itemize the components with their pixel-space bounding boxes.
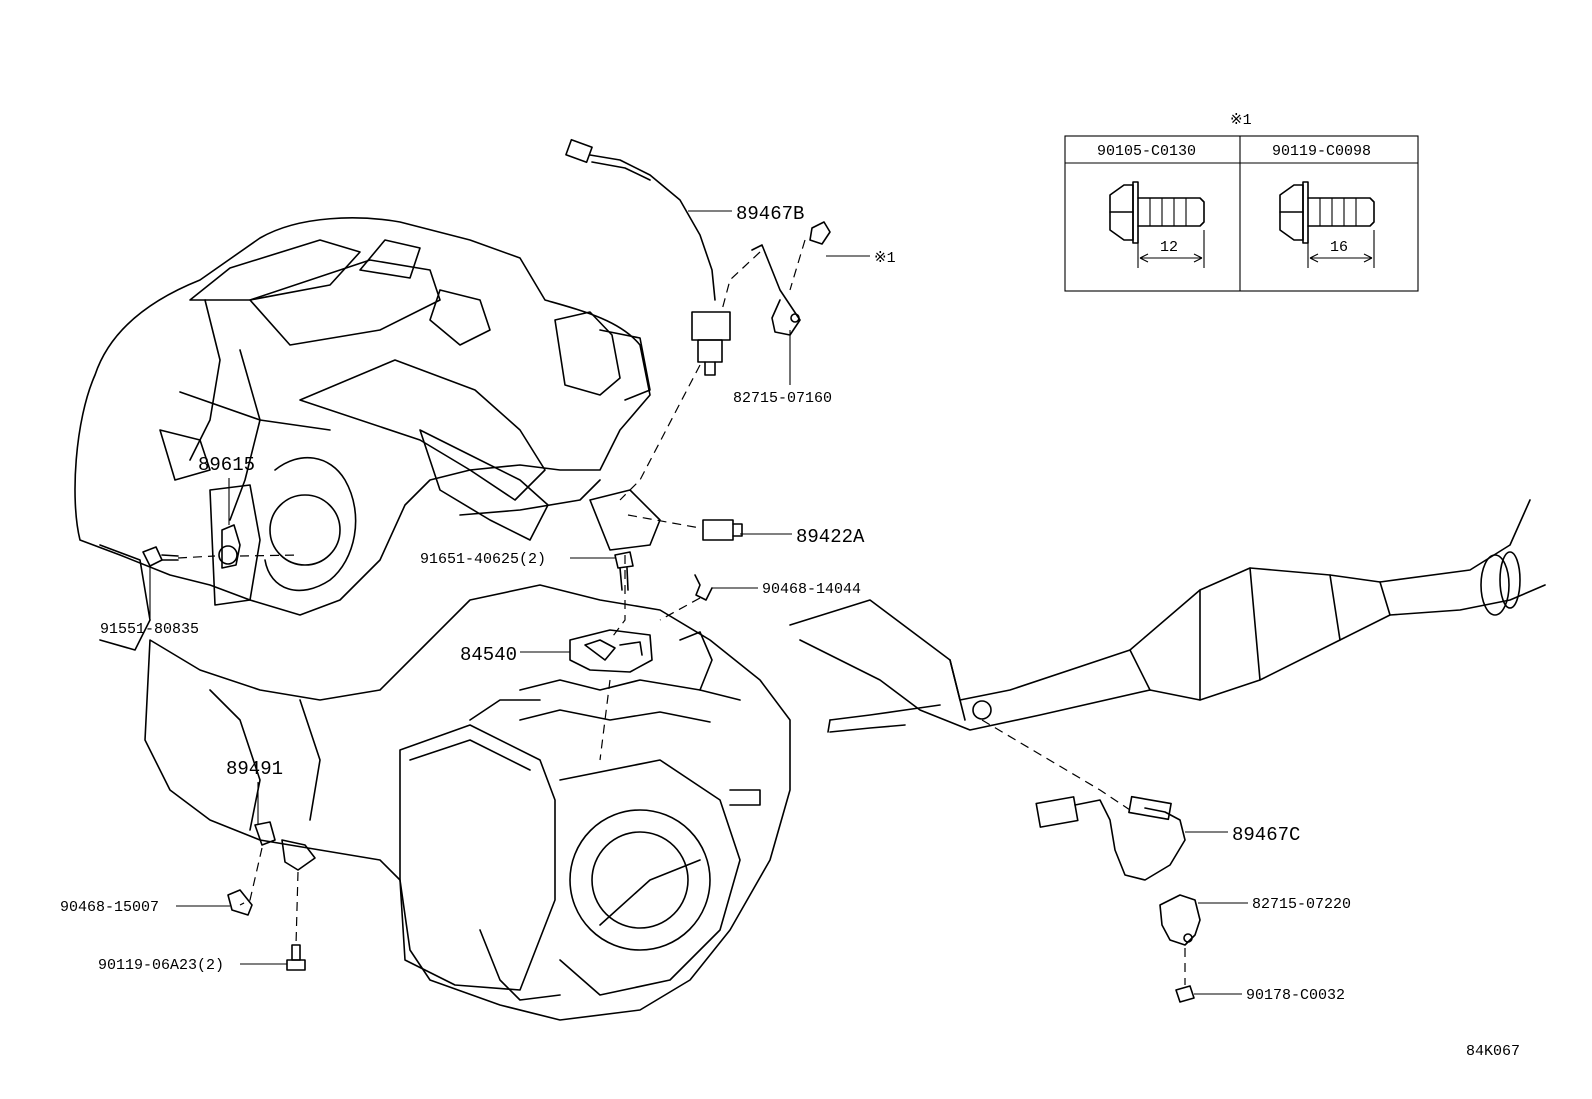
bolt-91551-part — [142, 546, 179, 567]
engine-illustration — [74, 217, 661, 651]
label-90178-c0032[interactable]: 90178-C0032 — [1246, 987, 1345, 1004]
reference-table: ※1 90105-C0130 90119-C0098 12 — [1064, 112, 1419, 292]
label-89615[interactable]: 89615 — [198, 454, 255, 476]
label-91651-40625[interactable]: 91651-40625(2) — [420, 551, 546, 568]
diagram-code: 84K067 — [1466, 1043, 1520, 1060]
clip-upper-part — [694, 574, 713, 601]
part-labels: 89467B ※1 82715-07160 89615 89422A 91651… — [60, 203, 1351, 1004]
exhaust-pipe-illustration — [789, 499, 1546, 733]
label-90468-15007[interactable]: 90468-15007 — [60, 899, 159, 916]
bolt-ref1-part — [809, 221, 831, 245]
label-84540[interactable]: 84540 — [460, 644, 517, 666]
label-89491[interactable]: 89491 — [226, 758, 283, 780]
bolt-12-drawing — [1109, 181, 1205, 268]
alignment-lines — [177, 239, 1186, 985]
bracket-lower-part — [1159, 894, 1201, 946]
label-89467c[interactable]: 89467C — [1232, 824, 1300, 846]
temp-sensor-part — [702, 519, 743, 541]
ref-col2-part-no[interactable]: 90119-C0098 — [1272, 143, 1371, 160]
oxygen-sensor-upper-part — [565, 138, 731, 376]
label-82715-07220[interactable]: 82715-07220 — [1252, 896, 1351, 913]
label-89422a[interactable]: 89422A — [796, 526, 865, 548]
bolt-16-drawing — [1279, 181, 1375, 268]
leader-lines — [149, 210, 1248, 995]
label-91551-80835[interactable]: 91551-80835 — [100, 621, 199, 638]
label-89467b[interactable]: 89467B — [736, 203, 804, 225]
label-ref1-marker[interactable]: ※1 — [874, 250, 896, 267]
neutral-switch-part — [569, 629, 653, 673]
speed-sensor-part — [254, 821, 316, 871]
knock-sensor-part — [218, 524, 241, 569]
oxygen-sensor-lower-part — [1035, 795, 1186, 881]
label-90468-14044[interactable]: 90468-14044 — [762, 581, 861, 598]
bolt-90119-part — [286, 944, 306, 971]
ref-col2-length: 16 — [1330, 239, 1348, 256]
ref-col1-length: 12 — [1160, 239, 1178, 256]
ref-col1-part-no[interactable]: 90105-C0130 — [1097, 143, 1196, 160]
bracket-upper-part — [751, 244, 801, 336]
ref-table-marker: ※1 — [1230, 112, 1252, 129]
transaxle-illustration — [144, 584, 791, 1021]
nut-90178-part — [1175, 985, 1195, 1003]
clip-lower-part — [227, 889, 253, 916]
bolt-91651-part — [614, 551, 634, 591]
label-82715-07160[interactable]: 82715-07160 — [733, 390, 832, 407]
label-90119-06a23[interactable]: 90119-06A23(2) — [98, 957, 224, 974]
